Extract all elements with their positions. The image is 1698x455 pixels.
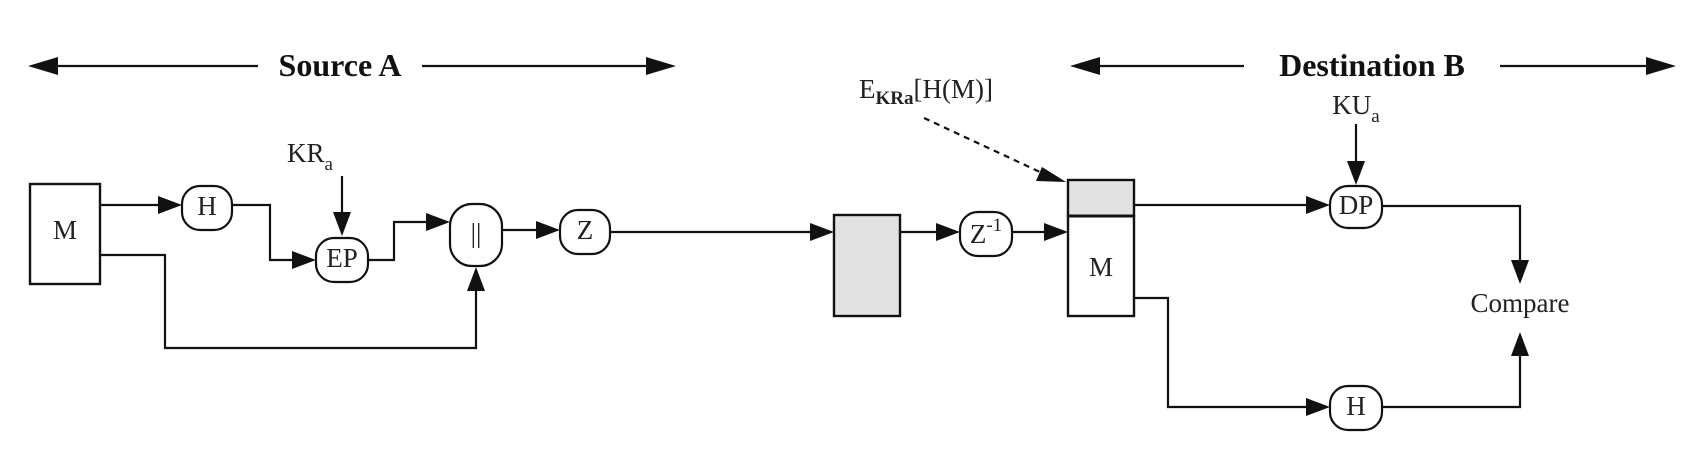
arrow-icon bbox=[292, 251, 316, 269]
source-hash-label: H bbox=[197, 191, 217, 221]
arrow-icon bbox=[810, 223, 834, 241]
span-arrow-left-icon bbox=[1070, 57, 1100, 75]
destination-span: Destination B bbox=[1070, 47, 1676, 83]
arrow-icon bbox=[936, 223, 960, 241]
source-compress-label: Z bbox=[577, 215, 594, 245]
span-arrow-right-icon bbox=[1646, 57, 1676, 75]
compare-label: Compare bbox=[1471, 288, 1570, 318]
arrow-icon bbox=[1306, 196, 1330, 214]
signature-label: EKRa[H(M)] bbox=[859, 74, 993, 109]
arrow-icon bbox=[1347, 161, 1365, 185]
arrow-icon bbox=[333, 212, 351, 236]
decompress-node bbox=[958, 210, 1014, 258]
source-encrypt-label: EP bbox=[326, 243, 358, 273]
transmitted-message-block bbox=[832, 213, 902, 318]
source-hash-node bbox=[180, 184, 234, 232]
source-span: Source A bbox=[28, 47, 676, 83]
destination-signature-cell bbox=[1066, 178, 1136, 218]
arrow-icon bbox=[158, 196, 182, 214]
source-key-label: KRa bbox=[287, 138, 334, 175]
destination-message-label: M bbox=[1089, 252, 1113, 282]
arrow-icon bbox=[1306, 398, 1330, 416]
destination-hash-label: H bbox=[1346, 391, 1366, 421]
arrow-icon bbox=[1511, 260, 1529, 284]
source-message-label: M bbox=[53, 215, 77, 245]
span-arrow-left-icon bbox=[28, 57, 58, 75]
arrow-icon bbox=[536, 221, 560, 239]
arrow-icon bbox=[1511, 332, 1529, 356]
destination-key-label: KUa bbox=[1332, 90, 1380, 127]
source-concat-node bbox=[448, 202, 504, 268]
source-message-box bbox=[28, 182, 102, 286]
span-arrow-right-icon bbox=[646, 57, 676, 75]
arrow-icon bbox=[1036, 167, 1066, 182]
source-concat-label: || bbox=[471, 218, 482, 248]
destination-heading: Destination B bbox=[1279, 47, 1465, 83]
arrow-icon bbox=[1044, 223, 1068, 241]
arrow-icon bbox=[467, 267, 485, 291]
decompress-label: Z-1 bbox=[970, 215, 1002, 249]
source-heading: Source A bbox=[279, 47, 402, 83]
destination-decrypt-label: DP bbox=[1339, 190, 1374, 220]
arrow-icon bbox=[426, 213, 450, 231]
